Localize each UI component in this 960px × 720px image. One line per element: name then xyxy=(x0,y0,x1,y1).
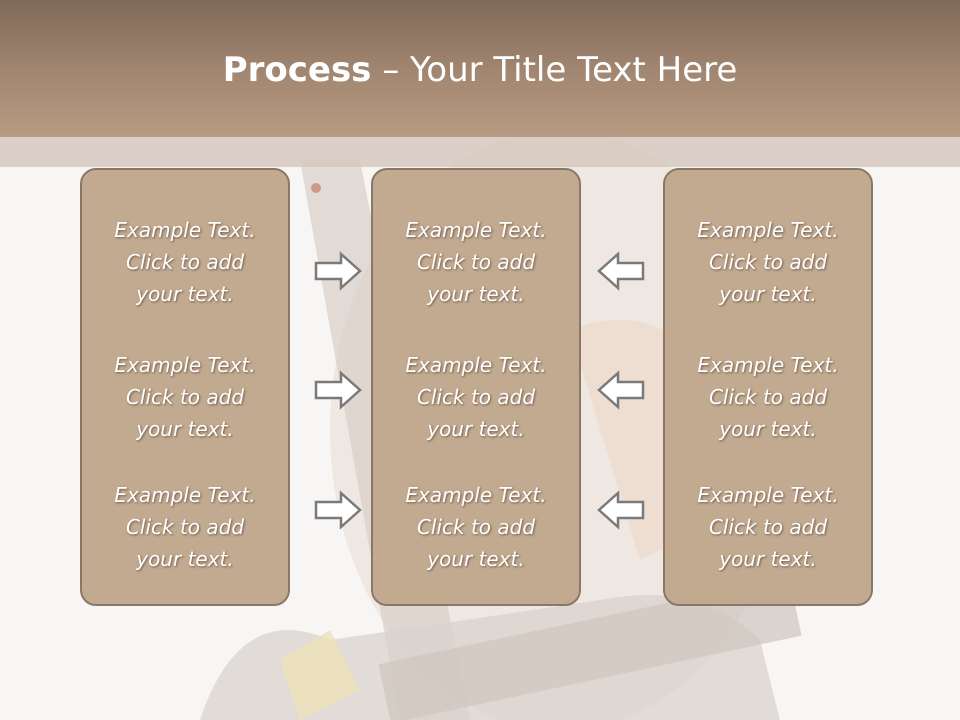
text-line: Example Text. xyxy=(405,218,547,242)
text-line: your text. xyxy=(427,547,525,571)
text-line: Click to add xyxy=(708,385,828,409)
process-box-right[interactable]: Example Text. Click to add your text. Ex… xyxy=(663,168,873,606)
text-line: Click to add xyxy=(416,385,536,409)
title-bar xyxy=(0,0,960,137)
text-line: Example Text. xyxy=(405,353,547,377)
text-line: your text. xyxy=(427,282,525,306)
text-line: your text. xyxy=(136,547,234,571)
left-arrow-icon xyxy=(597,490,645,530)
text-line: your text. xyxy=(136,282,234,306)
text-line: your text. xyxy=(136,417,234,441)
text-line: Example Text. xyxy=(697,353,839,377)
text-line: Example Text. xyxy=(405,483,547,507)
text-line: Click to add xyxy=(125,515,245,539)
text-line: your text. xyxy=(427,417,525,441)
text-line: your text. xyxy=(719,282,817,306)
text-line: Example Text. xyxy=(697,218,839,242)
text-line: Example Text. xyxy=(114,483,256,507)
text-line: Click to add xyxy=(416,515,536,539)
process-box-middle[interactable]: Example Text. Click to add your text. Ex… xyxy=(371,168,581,606)
text-block[interactable]: Example Text. Click to add your text. xyxy=(373,349,579,445)
text-line: Example Text. xyxy=(114,218,256,242)
text-line: Example Text. xyxy=(114,353,256,377)
text-block[interactable]: Example Text. Click to add your text. xyxy=(373,479,579,575)
text-block[interactable]: Example Text. Click to add your text. xyxy=(82,349,288,445)
left-arrow-icon xyxy=(597,251,645,291)
text-line: Click to add xyxy=(125,385,245,409)
text-line: your text. xyxy=(719,417,817,441)
text-line: Click to add xyxy=(125,250,245,274)
right-arrow-icon xyxy=(314,490,362,530)
title-band xyxy=(0,137,960,167)
right-arrow-icon xyxy=(314,251,362,291)
text-line: your text. xyxy=(719,547,817,571)
text-block[interactable]: Example Text. Click to add your text. xyxy=(665,349,871,445)
slide-title[interactable]: Process – Your Title Text Here xyxy=(0,50,960,90)
text-line: Click to add xyxy=(416,250,536,274)
process-box-left[interactable]: Example Text. Click to add your text. Ex… xyxy=(80,168,290,606)
right-arrow-icon xyxy=(314,370,362,410)
text-block[interactable]: Example Text. Click to add your text. xyxy=(665,214,871,310)
title-bold: Process xyxy=(222,50,372,90)
title-rest: – Your Title Text Here xyxy=(371,50,738,90)
text-block[interactable]: Example Text. Click to add your text. xyxy=(82,214,288,310)
text-block[interactable]: Example Text. Click to add your text. xyxy=(373,214,579,310)
text-line: Example Text. xyxy=(697,483,839,507)
left-arrow-icon xyxy=(597,370,645,410)
text-block[interactable]: Example Text. Click to add your text. xyxy=(82,479,288,575)
text-line: Click to add xyxy=(708,250,828,274)
text-block[interactable]: Example Text. Click to add your text. xyxy=(665,479,871,575)
text-line: Click to add xyxy=(708,515,828,539)
